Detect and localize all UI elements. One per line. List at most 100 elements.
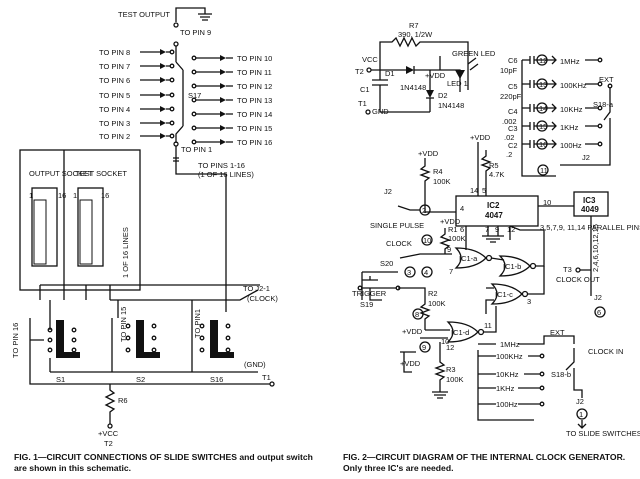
svg-text:15: 15 bbox=[539, 122, 547, 131]
clock-out-label: CLOCK OUT bbox=[556, 275, 600, 284]
ground-symbol bbox=[198, 13, 212, 21]
svg-text:2: 2 bbox=[422, 206, 426, 215]
svg-text:16: 16 bbox=[58, 191, 66, 200]
resistor-r6 bbox=[104, 384, 116, 424]
parallel-pins-label: 3,5,7,9, 11,14 PARALLEL PINS bbox=[540, 223, 640, 232]
trigger-switch-s19 bbox=[362, 276, 396, 301]
to-slide-switches-label: TO SLIDE SWITCHES S1-S16 bbox=[566, 429, 640, 438]
gate-ic1-a bbox=[454, 247, 487, 269]
pin-14-label: TO PIN 14 bbox=[237, 110, 272, 119]
svg-text:13: 13 bbox=[539, 80, 547, 89]
to-pin-16-label: TO PIN 16 bbox=[11, 323, 20, 358]
svg-text:4: 4 bbox=[424, 268, 428, 277]
pin-5-label: TO PIN 5 bbox=[99, 91, 130, 100]
svg-text:2,4,6,10,12,15: 2,4,6,10,12,15 bbox=[591, 224, 600, 272]
svg-text:3: 3 bbox=[407, 268, 411, 277]
svg-text:GND: GND bbox=[372, 107, 389, 116]
ic2-4047 bbox=[455, 195, 539, 227]
svg-text:R2: R2 bbox=[428, 289, 438, 298]
r6-label: R6 bbox=[118, 396, 128, 405]
svg-text:.2: .2 bbox=[506, 150, 512, 159]
svg-text:12: 12 bbox=[446, 343, 454, 352]
svg-text:1N4148: 1N4148 bbox=[438, 101, 464, 110]
s17-wiper bbox=[175, 46, 184, 143]
svg-text:7: 7 bbox=[485, 225, 489, 234]
svg-text:1MHz: 1MHz bbox=[500, 340, 520, 349]
svg-text:J2: J2 bbox=[582, 153, 590, 162]
output-socket bbox=[31, 187, 58, 267]
svg-text:10: 10 bbox=[543, 198, 551, 207]
vcc-label: VCC bbox=[362, 55, 378, 64]
svg-text:6: 6 bbox=[597, 308, 601, 317]
svg-text:S2: S2 bbox=[136, 375, 145, 384]
svg-text:C3: C3 bbox=[508, 124, 518, 133]
pin-7-label: TO PIN 7 bbox=[99, 62, 130, 71]
svg-text:IC2: IC2 bbox=[487, 201, 500, 210]
test-output-wire bbox=[175, 7, 206, 22]
pin-3-label: TO PIN 3 bbox=[99, 119, 130, 128]
svg-text:+VDD: +VDD bbox=[440, 217, 461, 226]
svg-text:J2: J2 bbox=[594, 293, 602, 302]
svg-text:C5: C5 bbox=[508, 82, 518, 91]
svg-text:+VDD: +VDD bbox=[470, 133, 491, 142]
pin-16-label: TO PIN 16 bbox=[237, 138, 272, 147]
svg-text:14: 14 bbox=[470, 186, 478, 195]
svg-text:R3: R3 bbox=[446, 365, 456, 374]
clock-label: (CLOCK) bbox=[247, 294, 278, 303]
pin-2-label: TO PIN 2 bbox=[99, 132, 130, 141]
s19-label: S19 bbox=[360, 300, 373, 309]
svg-text:D1: D1 bbox=[385, 69, 395, 78]
output-socket-label: OUTPUT SOCKET bbox=[29, 169, 93, 178]
pin-13-label: TO PIN 13 bbox=[237, 96, 272, 105]
svg-text:4047: 4047 bbox=[485, 211, 503, 220]
svg-text:11: 11 bbox=[484, 321, 492, 330]
svg-text:CLOCK: CLOCK bbox=[386, 239, 412, 248]
svg-text:9: 9 bbox=[447, 245, 451, 254]
ext-label: EXT bbox=[599, 75, 614, 84]
svg-text:220pF: 220pF bbox=[500, 92, 522, 101]
svg-text:1KHz: 1KHz bbox=[496, 384, 515, 393]
led-1 bbox=[455, 70, 465, 79]
r7-value: 390, 1/2W bbox=[398, 30, 433, 39]
svg-text:3: 3 bbox=[527, 297, 531, 306]
resistor-r1 bbox=[439, 228, 451, 254]
svg-text:.02: .02 bbox=[504, 133, 514, 142]
t2-label: T2 bbox=[104, 439, 113, 448]
svg-text:R1: R1 bbox=[448, 225, 458, 234]
svg-text:14: 14 bbox=[539, 104, 547, 113]
test-output-label: TEST OUTPUT bbox=[118, 10, 170, 19]
svg-text:IC1-b: IC1-b bbox=[503, 262, 521, 271]
svg-text:9: 9 bbox=[495, 225, 499, 234]
pin-15-label: TO PIN 15 bbox=[237, 124, 272, 133]
svg-text:EXT: EXT bbox=[550, 328, 565, 337]
svg-text:4049: 4049 bbox=[581, 205, 599, 214]
r7-label: R7 bbox=[409, 21, 419, 30]
svg-text:100KHz: 100KHz bbox=[560, 81, 587, 90]
pin-10-label: TO PIN 10 bbox=[237, 54, 272, 63]
svg-text:10: 10 bbox=[423, 236, 431, 245]
svg-text:.002: .002 bbox=[502, 117, 517, 126]
svg-text:IC1-c: IC1-c bbox=[495, 290, 513, 299]
svg-text:10pF: 10pF bbox=[500, 66, 518, 75]
svg-text:100Hz: 100Hz bbox=[496, 400, 518, 409]
slide-switch-s16: S16 bbox=[191, 300, 234, 384]
diode-d1 bbox=[406, 66, 414, 74]
svg-text:LED 1: LED 1 bbox=[447, 79, 468, 88]
svg-text:100KHz: 100KHz bbox=[496, 352, 523, 361]
pin-12-label: TO PIN 12 bbox=[237, 82, 272, 91]
s17-left-contacts: TO PIN 8 TO PIN 7 TO PIN 6 TO PIN 5 TO P… bbox=[99, 48, 175, 141]
svg-text:1KHz: 1KHz bbox=[560, 123, 579, 132]
svg-text:100K: 100K bbox=[428, 299, 446, 308]
green-led-label: GREEN LED bbox=[452, 49, 496, 58]
svg-text:100K: 100K bbox=[446, 375, 464, 384]
s18b-frequency-selector: 1MHz 100KHz 10KHz 1KHz 100Hz bbox=[477, 335, 575, 421]
diode-d2 bbox=[426, 90, 434, 98]
to-pin-15-label: TO PIN 15 bbox=[119, 307, 128, 342]
resistor-r7 bbox=[379, 36, 469, 90]
pin-8-label: TO PIN 8 bbox=[99, 48, 130, 57]
gate-ic1-d bbox=[446, 321, 479, 343]
svg-text:R5: R5 bbox=[489, 161, 499, 170]
svg-text:+VDD: +VDD bbox=[400, 359, 421, 368]
to-pins-1-16-label: TO PINS 1-16 bbox=[198, 161, 245, 170]
svg-text:1MHz: 1MHz bbox=[560, 57, 580, 66]
